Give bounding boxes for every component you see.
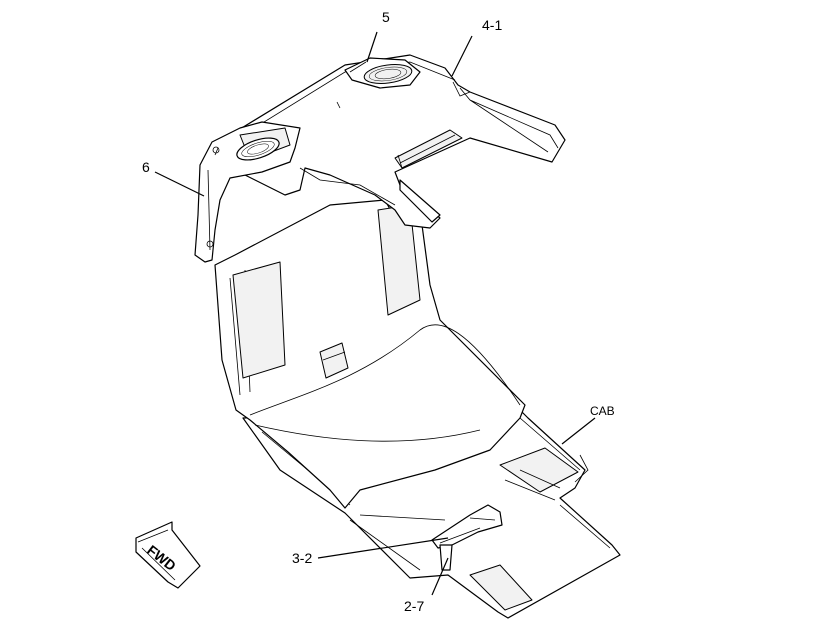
forward-direction-arrow: FWD: [135, 521, 201, 589]
leader-lines: [154, 31, 596, 596]
callout-3-2: 3-2: [292, 550, 312, 566]
right-speaker: [344, 57, 421, 89]
callout-5: 5: [382, 9, 390, 25]
rear-wall-panel: [214, 199, 526, 509]
callout-4-1: 4-1: [482, 17, 502, 33]
headliner-panel: [204, 54, 566, 229]
callout-2-7: 2-7: [404, 598, 424, 614]
console-cover: [431, 504, 503, 571]
callout-6: 6: [142, 159, 150, 175]
callout-cab: CAB: [590, 404, 615, 418]
callout-labels: 5 4-1 6 CAB 3-2 2-7: [142, 9, 615, 614]
left-pillar-trim: [194, 121, 301, 263]
